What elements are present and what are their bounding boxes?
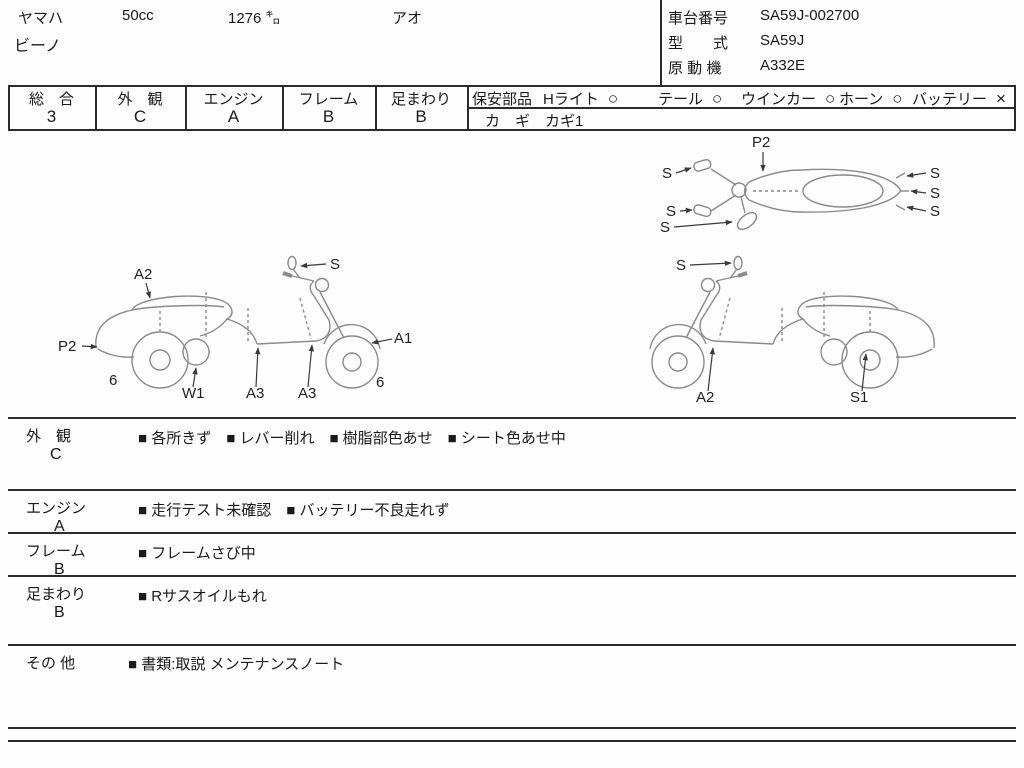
remark-engine-grade: A: [54, 518, 65, 535]
rule: [8, 532, 1016, 534]
marker-a1: A1: [394, 330, 412, 347]
marker-a2-right: A2: [696, 389, 714, 406]
grade-engine-value: A: [227, 107, 240, 126]
engine-code-label: 原 動 機: [668, 60, 722, 77]
marker-a3-1: A3: [246, 385, 264, 402]
remark-exterior-label: 外 観: [26, 428, 72, 445]
marker-wheel-rear: 6: [109, 372, 117, 389]
remark-undercarriage-grade: B: [54, 604, 65, 621]
damage-diagram: S A2 P2 6 W1 A3 A3 A1 6 P2 S S S S: [58, 134, 940, 406]
grade-frame-value: B: [322, 107, 335, 126]
marker-wheel-front: 6: [376, 374, 384, 391]
safety-item-mark: ○: [607, 89, 619, 108]
maker-name: ヤマハ: [18, 10, 64, 27]
grade-undercarriage-value: B: [415, 107, 427, 126]
grade-exterior-label: 外 観: [117, 91, 163, 108]
rule: [282, 85, 284, 131]
rule: [8, 85, 10, 131]
remark-exterior-items: ■ 各所きず ■ レバー削れ ■ 樹脂部色あせ ■ シート色あせ中: [138, 430, 566, 447]
rule: [185, 85, 187, 131]
safety-item-mark: ○: [825, 89, 836, 108]
rule: [8, 129, 1016, 131]
grade-frame-label: フレーム: [298, 91, 359, 108]
engine-code-value: A332E: [760, 57, 806, 74]
remark-other-label: その 他: [26, 655, 76, 672]
marker-w1: W1: [182, 385, 205, 402]
safety-item-mark: ×: [996, 89, 1006, 108]
remark-frame-label: フレーム: [26, 543, 86, 560]
marker-s-top-right-1: S: [930, 165, 940, 182]
marker-s-mirror-left: S: [330, 256, 340, 273]
engine-code-row: 原 動 機 A332E: [668, 57, 805, 78]
marker-p2-left: P2: [58, 338, 76, 355]
remark-other-items: ■ 書類:取説 メンテナンスノート: [128, 656, 345, 673]
grade-undercarriage-label: 足まわり: [390, 91, 451, 108]
model-code-label: 型 式: [668, 35, 729, 52]
marker-s-top-left-2: S: [666, 203, 676, 220]
safety-item-mark: ○: [892, 89, 903, 108]
remark-frame-grade: B: [54, 561, 65, 578]
remark-engine-label: エンジン: [26, 500, 87, 517]
safety-item-name: Hライト: [543, 91, 599, 108]
key-label: カ ギ: [485, 113, 531, 130]
rule: [8, 740, 1016, 742]
marker-s-top-left-1: S: [662, 165, 672, 182]
safety-item-name: テール: [658, 91, 704, 108]
safety-item-winker: ウインカー ○: [741, 88, 835, 109]
marker-s-top-right-3: S: [930, 203, 940, 220]
rule: [8, 727, 1016, 729]
grade-overall-label: 総 合: [28, 91, 74, 108]
rule: [375, 85, 377, 131]
marker-s1-right: S1: [850, 389, 868, 406]
grade-exterior-value: C: [133, 107, 147, 126]
model-name: ビーノ: [14, 38, 62, 55]
marker-s-top-right-2: S: [930, 185, 940, 202]
rule: [8, 85, 1016, 87]
remark-engine-items: ■ 走行テスト未確認 ■ バッテリー不良走れず: [138, 502, 450, 519]
safety-item-battery: バッテリー ×: [912, 88, 1006, 109]
model-code-row: 型 式 SA59J: [668, 32, 804, 53]
scooter-top-view: [693, 158, 909, 230]
body-color: アオ: [392, 10, 423, 27]
rule: [95, 85, 97, 131]
safety-item-name: ウインカー: [741, 91, 817, 108]
safety-item-tail: テール ○: [658, 88, 722, 109]
safety-item-name: ホーン: [839, 91, 884, 108]
remark-undercarriage-items: ■ Rサスオイルもれ: [138, 588, 267, 605]
key-value: カギ1: [545, 113, 584, 130]
mileage: 1276 ㌔: [228, 10, 281, 27]
grade-overall-value: 3: [46, 107, 57, 126]
safety-parts-label: 保安部品: [472, 91, 533, 108]
safety-item-headlight: Hライト ○: [543, 88, 618, 109]
grade-engine-label: エンジン: [203, 91, 264, 108]
remark-frame-items: ■ フレームさび中: [138, 545, 256, 562]
marker-s-top-left-3: S: [660, 219, 670, 236]
rule: [8, 417, 1016, 419]
rule: [8, 644, 1016, 646]
rule: [8, 489, 1016, 491]
remark-undercarriage-label: 足まわり: [26, 586, 87, 603]
marker-a2-left: A2: [134, 266, 152, 283]
displacement: 50cc: [122, 7, 154, 24]
scooter-right-side-view: [648, 254, 937, 390]
marker-p2-top: P2: [752, 134, 770, 151]
remark-exterior-grade: C: [50, 446, 62, 463]
rule: [8, 575, 1016, 577]
chassis-number-label: 車台番号: [668, 10, 729, 27]
safety-item-mark: ○: [712, 89, 723, 108]
marker-a3-2: A3: [298, 385, 316, 402]
damage-markers: S A2 P2 6 W1 A3 A3 A1 6 P2 S S S S: [58, 134, 940, 406]
header-divider: [660, 0, 662, 87]
model-code-value: SA59J: [760, 32, 805, 49]
chassis-number-value: SA59J-002700: [760, 7, 860, 24]
safety-item-name: バッテリー: [912, 91, 988, 108]
marker-s-mirror-right: S: [676, 257, 686, 274]
chassis-number-row: 車台番号 SA59J-002700: [668, 7, 859, 28]
safety-item-horn: ホーン ○: [839, 88, 903, 109]
rule: [467, 107, 1016, 109]
